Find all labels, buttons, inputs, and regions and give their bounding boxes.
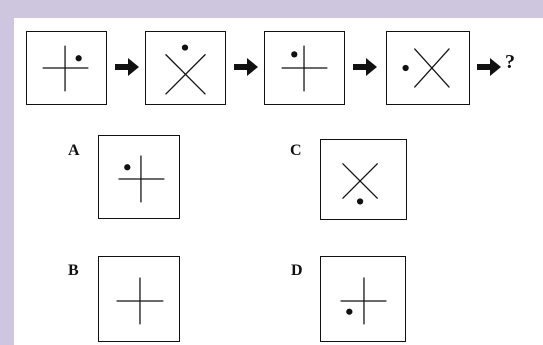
plus-figure [118,155,165,203]
arrow-right-icon [477,58,501,76]
arrow-right-icon [115,58,139,76]
option-label-b: B [68,262,79,279]
cross-figure [402,48,450,88]
plus-figure [281,45,328,92]
sequence-box-2 [145,31,226,105]
option-box-c[interactable] [320,139,407,220]
question-mark: ? [505,51,515,73]
option-label-d: D [291,262,303,279]
cross-figure [165,44,206,95]
option-label-c: C [290,142,302,159]
option-box-a[interactable] [98,135,180,219]
option-label-a: A [68,142,80,159]
sequence-box-4 [386,31,470,105]
arrow-right-icon [353,58,377,76]
option-box-b[interactable] [98,256,180,342]
arrow-right-icon [234,58,258,76]
sequence-box-1 [26,31,107,105]
sequence-box-3 [264,31,345,105]
option-box-d[interactable] [320,256,406,342]
plus-figure [116,277,164,325]
plus-figure [340,277,387,325]
plus-figure [42,45,89,92]
cross-figure [342,162,379,205]
